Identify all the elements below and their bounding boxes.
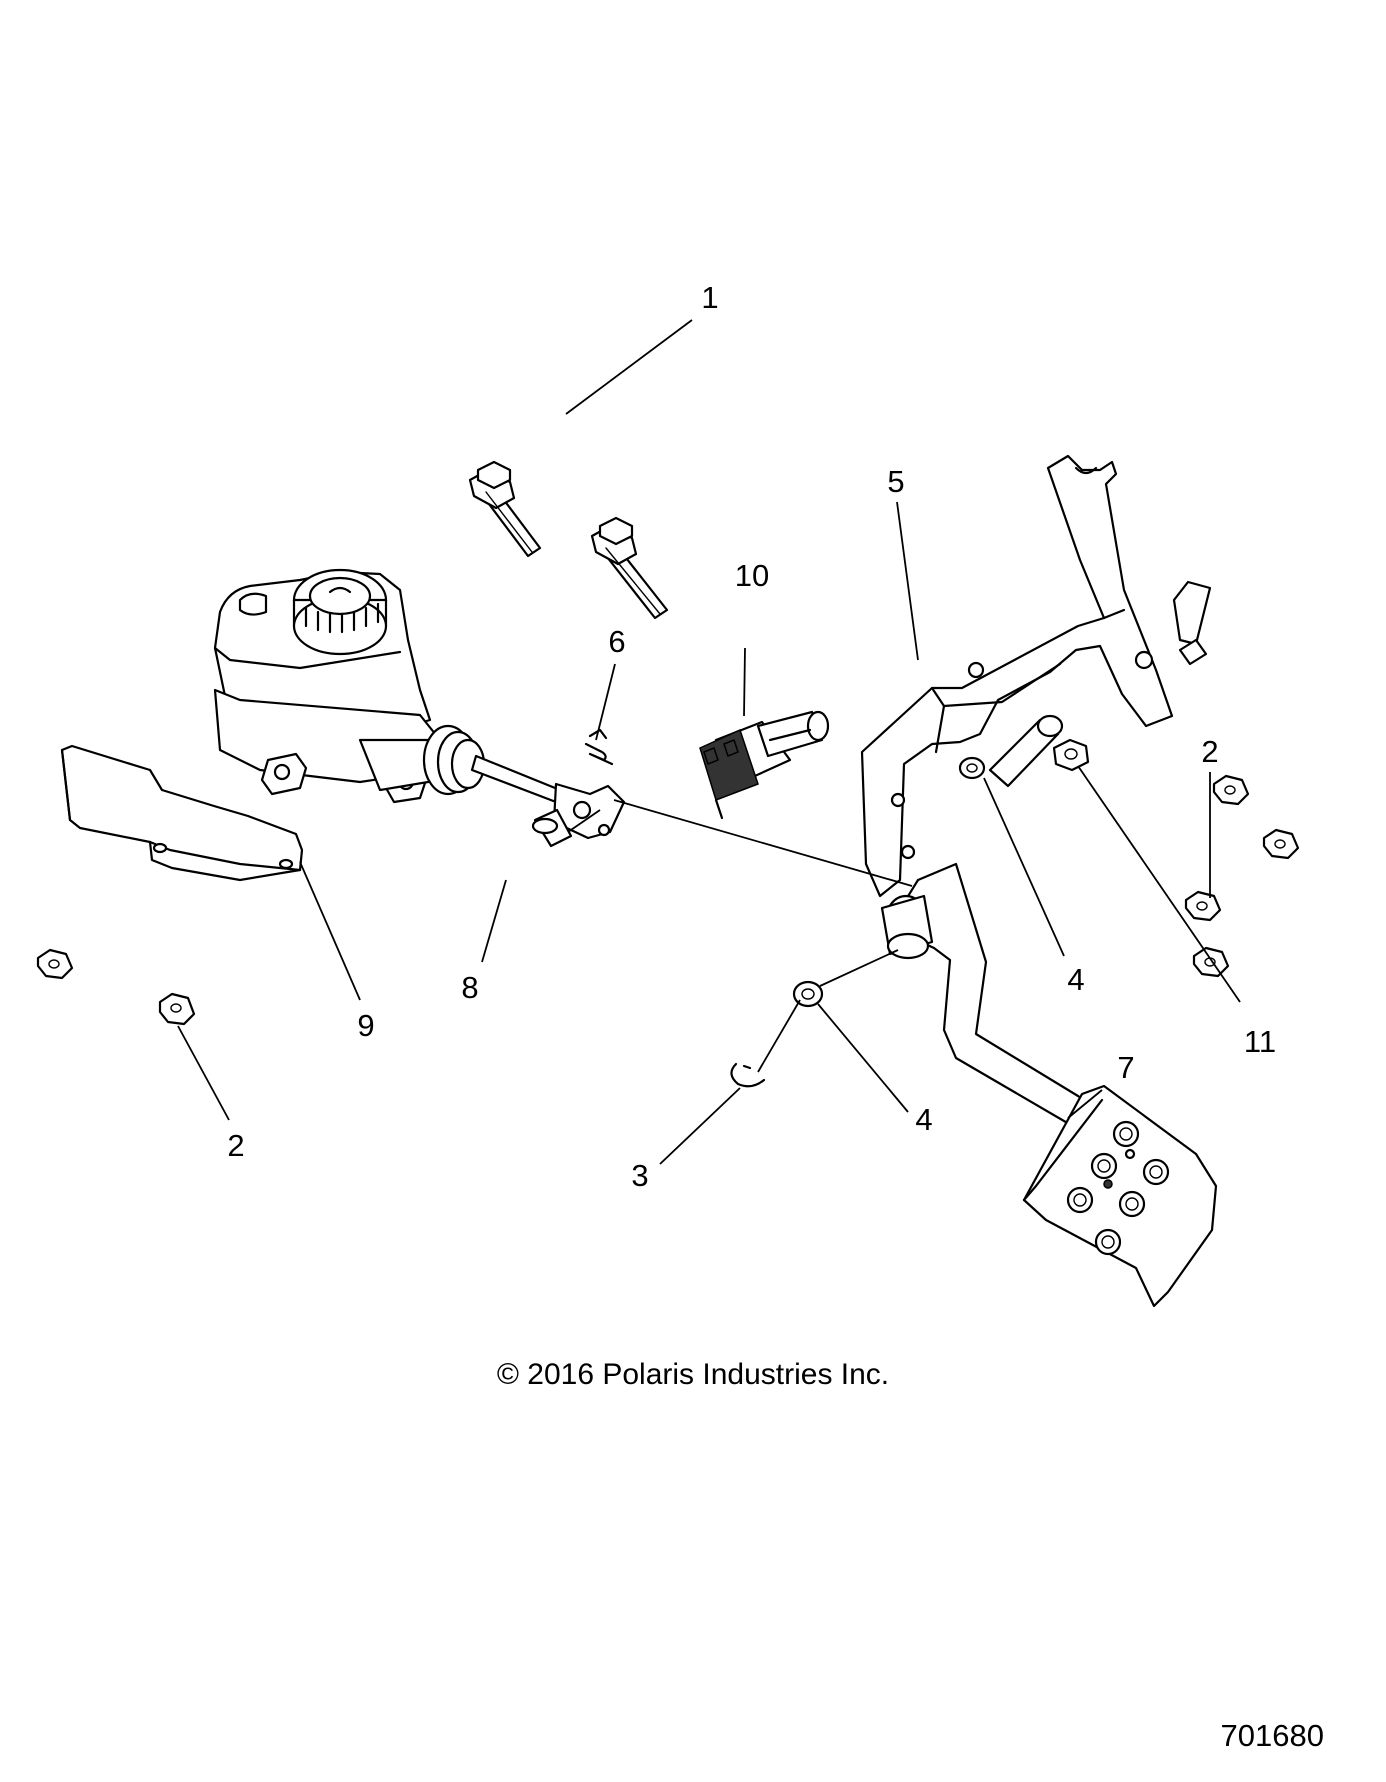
callout-numbers: 1 2 2 3 4 4 5 6 7 8 9 10 11 [227,280,1276,1193]
part-1-bolt-a[interactable] [468,460,542,558]
part-2-nut-left-a[interactable] [36,948,74,980]
callout-11: 11 [1244,1024,1276,1059]
callout-10: 10 [735,558,769,593]
part-2-nut-right-d[interactable] [1192,946,1230,978]
pushrod-boot[interactable] [422,724,486,796]
part-7-brake-pedal[interactable] [880,862,1218,1308]
assembly-line-bushing [819,949,899,987]
part-3-e-clip[interactable] [730,1062,766,1088]
pivot-shaft[interactable] [988,714,1064,788]
callout-5: 5 [887,464,904,499]
callout-9: 9 [357,1008,374,1043]
callout-6: 6 [608,624,625,659]
callout-1: 1 [701,280,718,315]
part-2-nut-left-b[interactable] [158,992,196,1026]
part-2-nut-right-a[interactable] [1212,774,1250,806]
assembly-line-pushrod-to-pedal [613,799,913,887]
callout-8: 8 [461,970,478,1005]
drawing-number: 701680 [1220,1718,1324,1753]
copyright-notice: © 2016 Polaris Industries Inc. [496,1358,890,1391]
part-1-bolt-b[interactable] [590,516,669,620]
master-cylinder[interactable] [213,568,442,804]
callout-4-lower: 4 [915,1102,932,1137]
callout-2-right: 2 [1201,734,1218,769]
part-2-nut-right-c[interactable] [1184,890,1222,922]
part-10-brake-switch[interactable] [699,710,830,820]
callout-4-upper: 4 [1067,962,1084,997]
part-11-hex-nut[interactable] [1052,738,1090,772]
assembly-line-clevis-pin [567,809,601,833]
callout-7: 7 [1117,1050,1134,1085]
part-9-heat-shield[interactable] [60,744,304,882]
part-5-pedal-bracket[interactable] [860,454,1212,898]
part-2-nut-right-b[interactable] [1262,828,1300,860]
pedal-pad-studs [1066,1120,1170,1256]
part-4-bushing-lower[interactable] [792,980,824,1008]
part-8-clevis-pin[interactable] [531,808,573,848]
part-4-bushing-upper[interactable] [958,756,986,780]
callout-2-left: 2 [227,1128,244,1163]
part-6-cotter-pin[interactable] [584,728,614,766]
assembly-line-clip [757,999,801,1073]
pushrod[interactable] [470,754,626,840]
callout-3: 3 [631,1158,648,1193]
callout-leaders [177,319,1241,1165]
